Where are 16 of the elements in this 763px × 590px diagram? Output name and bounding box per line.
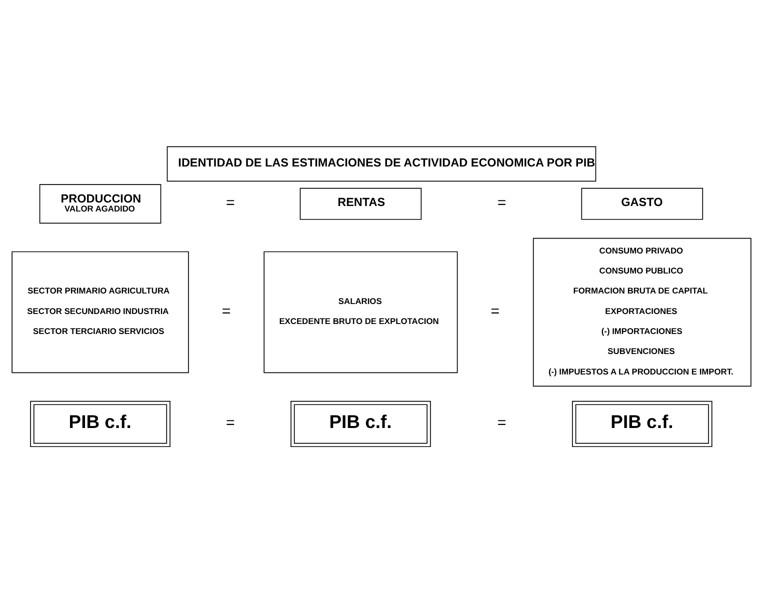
label: =: [497, 194, 506, 212]
label: =: [226, 194, 235, 212]
node-box: CONSUMO PRIVADO CONSUMO PUBLICO FORMACION BRUTA DE CAPITAL EXPORTACIONES (-) IMPORTACIONES SUBVENCIONES (-) IMPUESTOS A LA PRODUCCION E IMPORT.: [532, 238, 752, 387]
label: =: [222, 302, 231, 320]
label: =: [226, 414, 235, 432]
node-box: GASTO: [581, 188, 704, 220]
node-box: PRODUCCION VALOR AGADIDO: [39, 184, 162, 224]
label: =: [497, 414, 506, 432]
node-box: PIB c.f.: [30, 400, 170, 448]
label: =: [490, 302, 500, 320]
diagram-title: IDENTIDAD DE LAS ESTIMACIONES DE ACTIVIDAD ECONOMICA POR PIB: [178, 156, 596, 170]
node-box: SECTOR PRIMARIO AGRICULTURA SECTOR SECUNDARIO INDUSTRIA SECTOR TERCIARIO SERVICIOS: [12, 251, 189, 374]
node-box: PIB c.f.: [290, 400, 431, 448]
node-box: PIB c.f.: [572, 400, 712, 448]
node-box: RENTAS: [300, 188, 422, 220]
node-box: SALARIOS EXCEDENTE BRUTO DE EXPLOTACION: [264, 251, 458, 374]
